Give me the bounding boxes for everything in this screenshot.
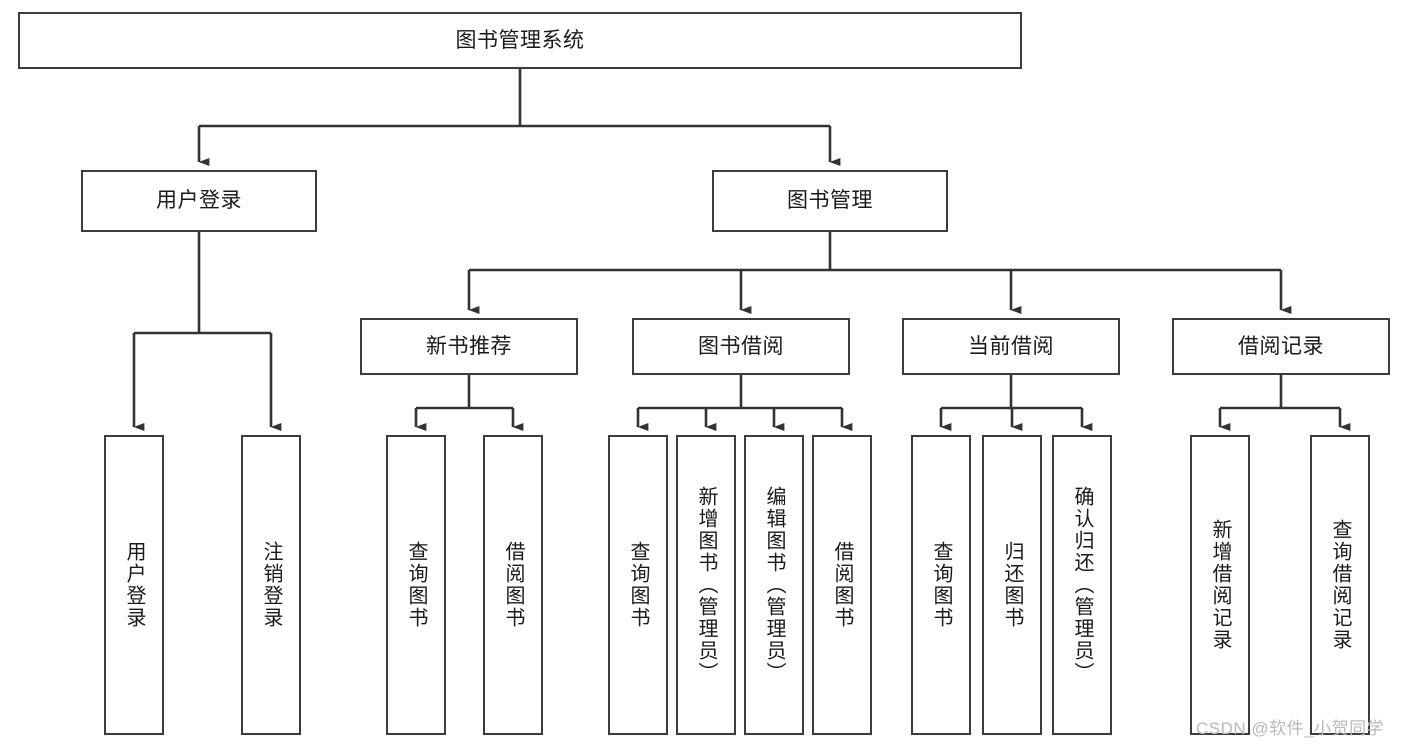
node-level1-2[interactable]: 图书管理 <box>712 170 948 232</box>
node-level1-2-label: 图书管理 <box>787 189 873 213</box>
node-leaf-8[interactable]: 借阅图书 <box>812 435 872 735</box>
node-leaf-12-label: 新增借阅记录 <box>1209 519 1231 651</box>
node-leaf-8-label: 借阅图书 <box>831 541 853 629</box>
node-leaf-11-label: 确认归还（管理员） <box>1071 486 1093 684</box>
node-leaf-1[interactable]: 用户登录 <box>104 435 164 735</box>
node-level1-1-label: 用户登录 <box>156 189 242 213</box>
node-leaf-4-label: 借阅图书 <box>502 541 524 629</box>
node-leaf-3[interactable]: 查询图书 <box>386 435 446 735</box>
node-root-label: 图书管理系统 <box>455 28 585 52</box>
node-level2-1[interactable]: 新书推荐 <box>360 318 578 375</box>
node-leaf-2-label: 注销登录 <box>260 541 282 629</box>
node-leaf-10-label: 归还图书 <box>1001 541 1023 629</box>
node-leaf-5-label: 查询图书 <box>627 541 649 629</box>
node-leaf-7[interactable]: 编辑图书（管理员） <box>744 435 804 735</box>
node-level2-4-label: 借阅记录 <box>1238 334 1324 358</box>
node-level1-1[interactable]: 用户登录 <box>81 170 317 232</box>
node-leaf-6-label: 新增图书（管理员） <box>695 486 717 684</box>
node-leaf-11[interactable]: 确认归还（管理员） <box>1052 435 1112 735</box>
node-leaf-1-label: 用户登录 <box>123 541 145 629</box>
node-leaf-13-label: 查询借阅记录 <box>1329 519 1351 651</box>
node-leaf-3-label: 查询图书 <box>405 541 427 629</box>
node-level2-3[interactable]: 当前借阅 <box>902 318 1120 375</box>
node-level2-4[interactable]: 借阅记录 <box>1172 318 1390 375</box>
node-leaf-13[interactable]: 查询借阅记录 <box>1310 435 1370 735</box>
node-leaf-4[interactable]: 借阅图书 <box>483 435 543 735</box>
node-leaf-2[interactable]: 注销登录 <box>241 435 301 735</box>
node-leaf-12[interactable]: 新增借阅记录 <box>1190 435 1250 735</box>
node-leaf-10[interactable]: 归还图书 <box>982 435 1042 735</box>
node-leaf-5[interactable]: 查询图书 <box>608 435 668 735</box>
node-leaf-9-label: 查询图书 <box>930 541 952 629</box>
node-root[interactable]: 图书管理系统 <box>18 12 1022 69</box>
node-level2-1-label: 新书推荐 <box>426 334 512 358</box>
node-level2-3-label: 当前借阅 <box>968 334 1054 358</box>
node-leaf-6[interactable]: 新增图书（管理员） <box>676 435 736 735</box>
node-leaf-9[interactable]: 查询图书 <box>911 435 971 735</box>
node-level2-2-label: 图书借阅 <box>698 334 784 358</box>
node-leaf-7-label: 编辑图书（管理员） <box>763 486 785 684</box>
node-level2-2[interactable]: 图书借阅 <box>632 318 850 375</box>
